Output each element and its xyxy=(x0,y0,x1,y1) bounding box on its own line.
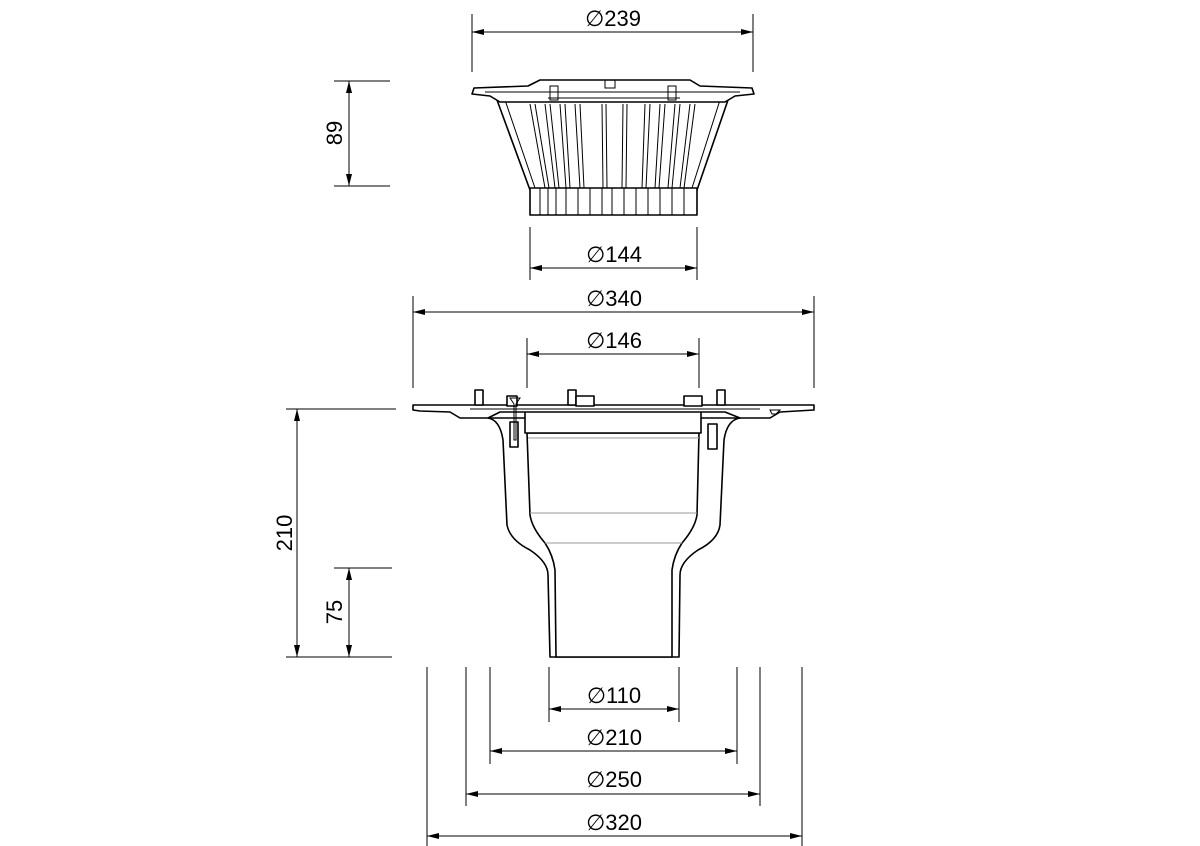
dimension-label: ∅340 xyxy=(586,286,642,311)
dimension-guard-height: 89 xyxy=(322,80,390,187)
dimension-label: 75 xyxy=(322,600,347,624)
dimension-guard-outer-diameter: ∅239 xyxy=(471,6,754,72)
drain-body xyxy=(412,389,815,658)
dimension-outlet-diameter: ∅110 xyxy=(548,667,680,722)
dimension-label: ∅320 xyxy=(586,810,642,835)
dimension-guard-bottom-diameter: ∅144 xyxy=(529,227,698,280)
dimension-label: 89 xyxy=(322,121,347,145)
dimension-flange-diameter: ∅340 xyxy=(412,286,815,388)
dimension-core-diameter-320: ∅320 xyxy=(426,667,803,846)
dimension-label: 210 xyxy=(272,515,297,552)
dimension-label: ∅146 xyxy=(586,328,642,353)
dimension-label: ∅144 xyxy=(586,242,642,267)
dimension-label: ∅239 xyxy=(585,6,641,31)
dimension-inlet-diameter: ∅146 xyxy=(526,328,700,388)
dimension-core-diameter-210: ∅210 xyxy=(489,667,738,764)
dimension-label: ∅210 xyxy=(586,725,642,750)
dimension-label: ∅110 xyxy=(587,683,641,708)
dimension-outlet-height: 75 xyxy=(322,567,392,657)
gravel-guard xyxy=(471,79,755,216)
dimension-total-height: 210 xyxy=(272,408,396,658)
dimension-label: ∅250 xyxy=(586,767,642,792)
dimension-core-diameter-250: ∅250 xyxy=(465,667,761,806)
